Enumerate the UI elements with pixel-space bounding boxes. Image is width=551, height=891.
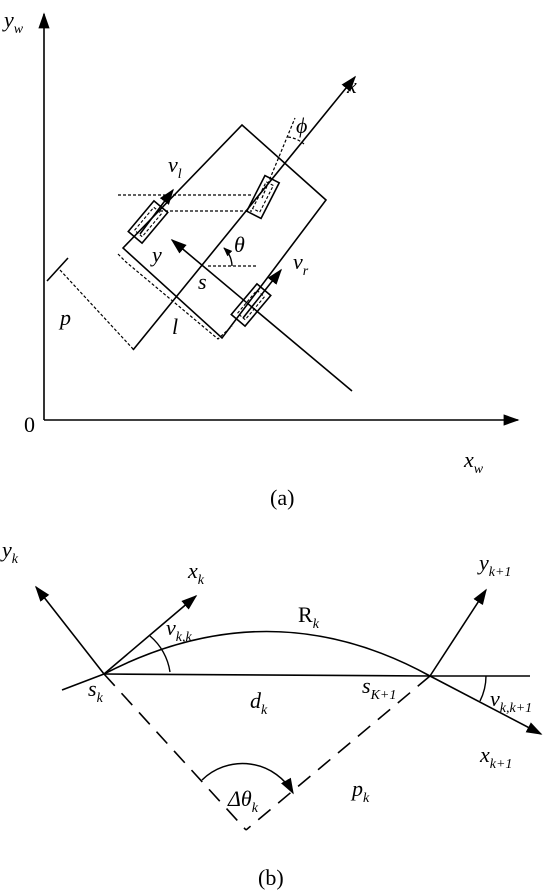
robot-x-label: x	[346, 73, 357, 98]
sk-label: sk	[88, 676, 104, 706]
yk1-axis	[429, 588, 487, 677]
robot-x-axis	[132, 75, 357, 351]
yk-axis	[35, 585, 105, 675]
xk-label: xk	[187, 558, 205, 588]
xw-axis-label: xw	[463, 447, 484, 477]
sK1-label: sK+1	[362, 673, 396, 703]
origin-label: 0	[24, 412, 35, 437]
yw-axis-label: yw	[2, 7, 24, 37]
radius-left	[103, 673, 247, 831]
vkk-angle-arc	[149, 635, 171, 673]
figure-a-labels: yw 0 xw x ϕ vl y θ vr s p l (a)	[2, 7, 484, 510]
yk-label: yk	[0, 537, 19, 567]
dtheta-arc	[201, 762, 294, 795]
phi-arc	[287, 136, 305, 145]
xk1-axis	[429, 675, 543, 735]
figure-b	[35, 585, 543, 831]
vr-label: vr	[293, 249, 309, 279]
chord-dk	[103, 673, 431, 677]
vl-arrow	[139, 188, 174, 235]
phi-dashed-line	[261, 117, 296, 199]
Rk-label: Rk	[298, 602, 320, 632]
caption-a: (a)	[270, 485, 294, 510]
l-label: l	[172, 314, 178, 339]
theta-label: θ	[234, 232, 245, 257]
yk1-label: yk+1	[477, 550, 511, 580]
p-tick-top	[46, 257, 69, 282]
p-dimension-line	[59, 269, 135, 351]
sk-baseline	[61, 673, 105, 691]
robot-y-axis	[170, 238, 353, 392]
dk-label: dk	[250, 688, 268, 718]
robot-dashed-outline	[117, 253, 233, 340]
s-label: s	[198, 269, 207, 294]
vkk1-angle-arc	[479, 675, 487, 702]
vr-arrow	[242, 268, 282, 319]
robot-body	[121, 123, 328, 340]
caption-b: (b)	[258, 865, 284, 890]
arc-Rk	[103, 630, 431, 677]
figure-b-labels: yk xk vk,k Rk sk dk sK+1 yk+1 vk,k+1 xk+…	[0, 537, 532, 890]
dtheta-label: Δθk	[227, 786, 259, 816]
radius-right	[245, 675, 431, 831]
pk-label: pk	[350, 776, 370, 806]
vkk1-label: vk,k+1	[490, 686, 532, 716]
figure-a	[38, 12, 520, 426]
xk-axis	[103, 594, 198, 675]
vkk-label: vk,k	[166, 615, 192, 645]
p-label: p	[58, 305, 71, 330]
xk1-label: xk+1	[479, 742, 512, 772]
robot-y-label: y	[150, 242, 162, 267]
phi-label: ϕ	[296, 113, 307, 138]
theta-arc	[223, 247, 233, 267]
vl-label: vl	[168, 152, 182, 182]
